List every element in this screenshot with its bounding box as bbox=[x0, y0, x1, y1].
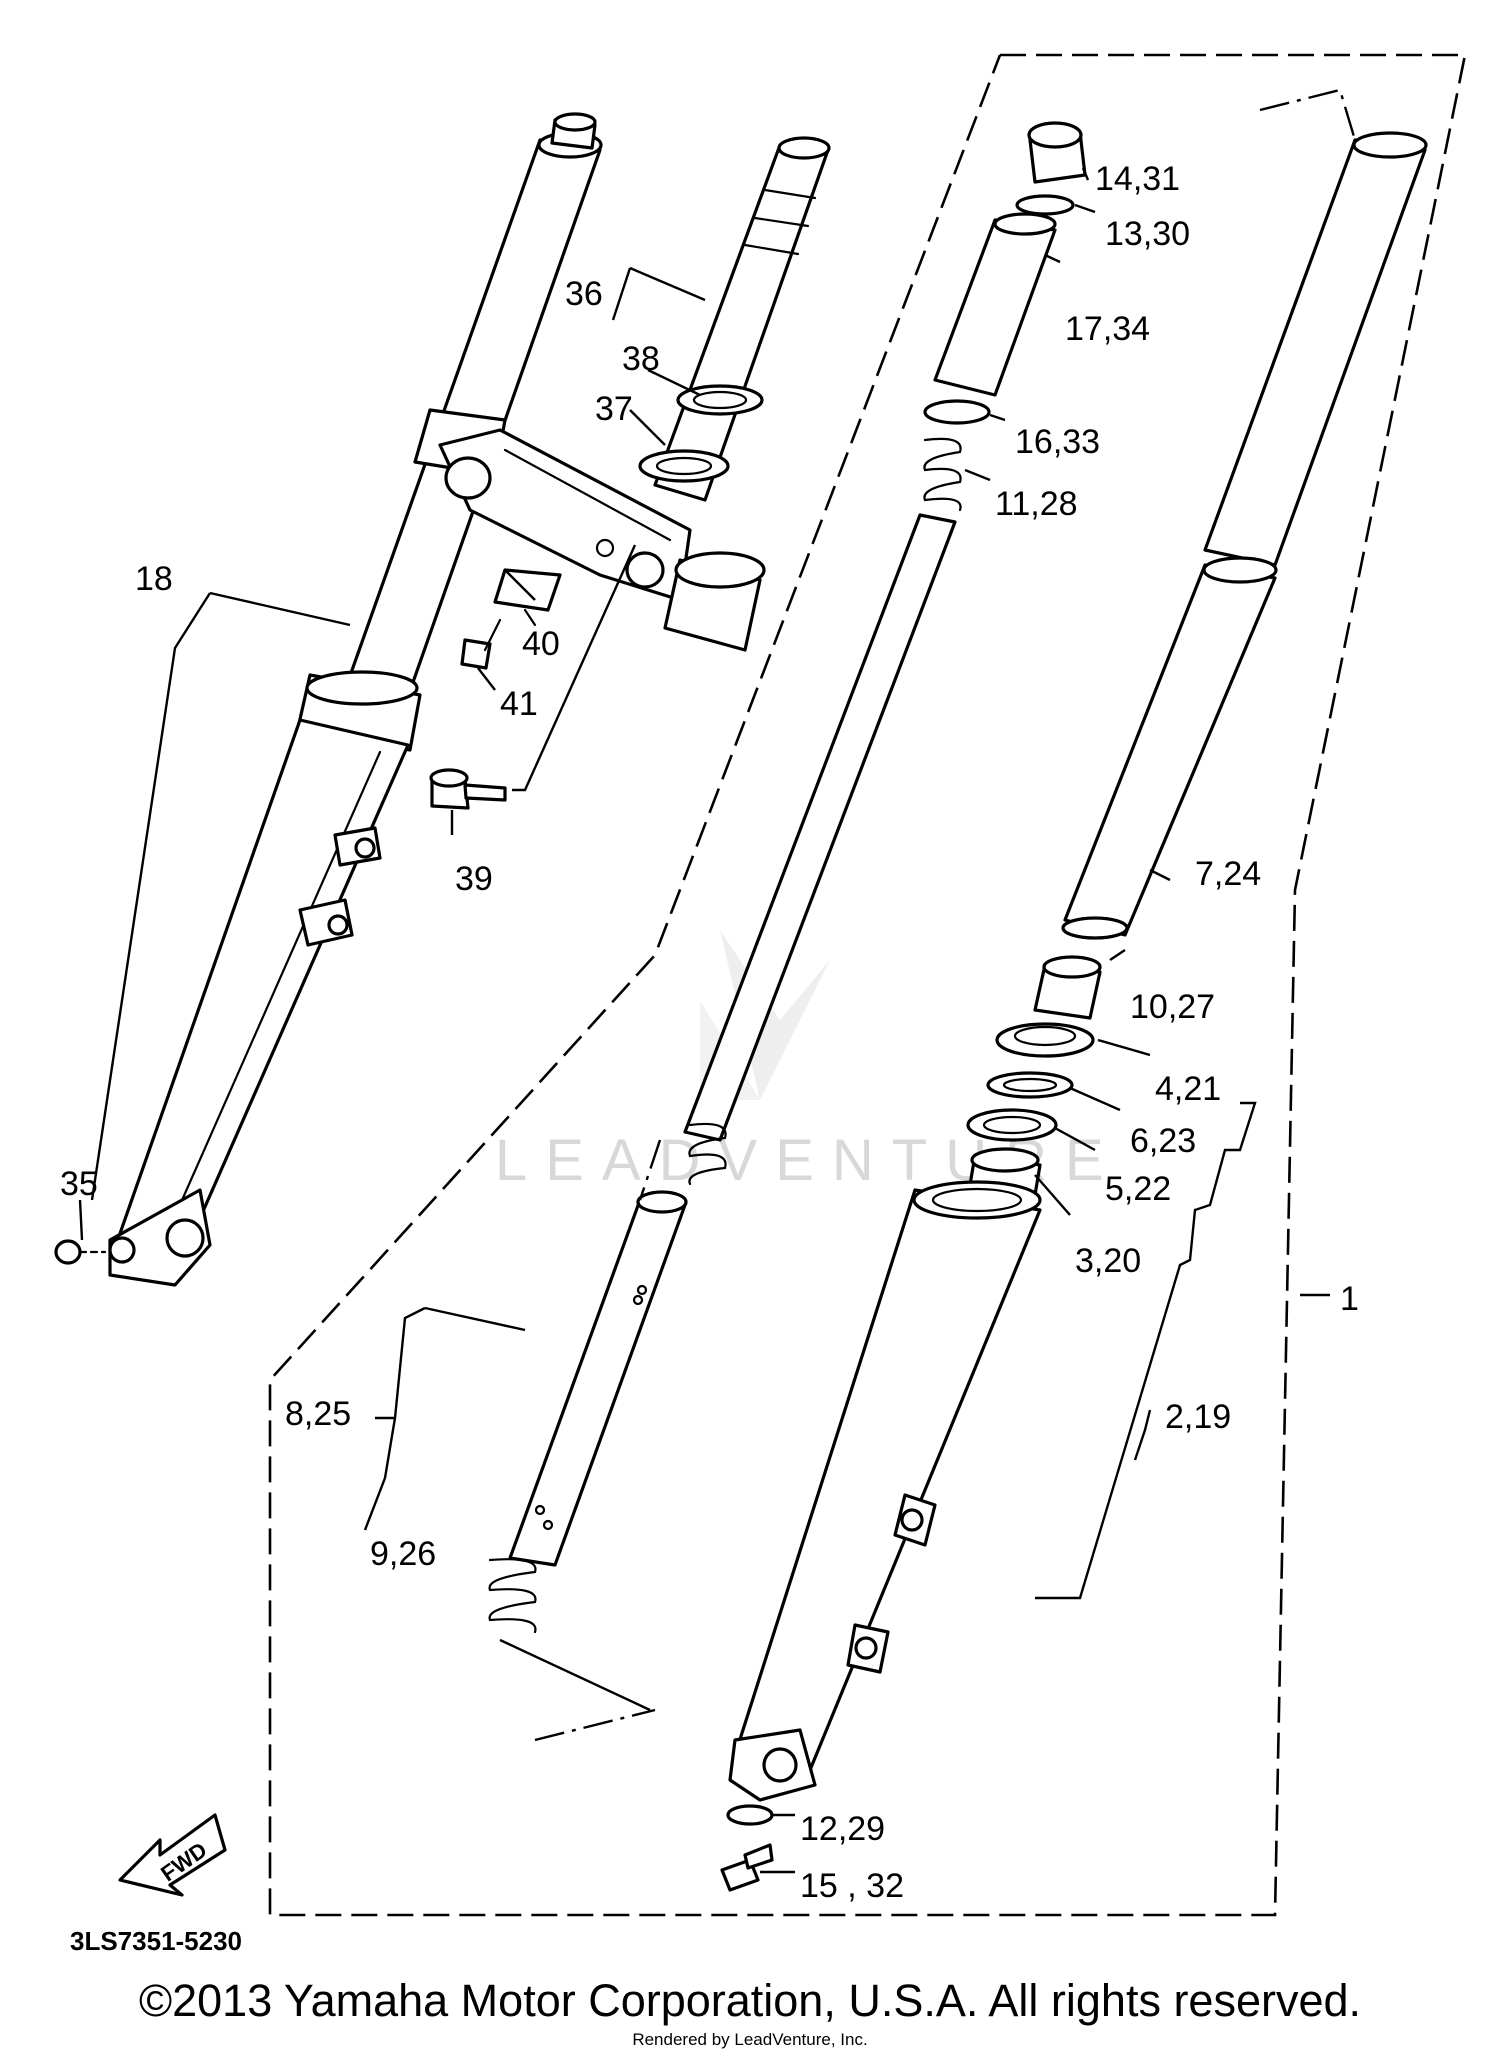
callout-18: 18 bbox=[135, 560, 173, 598]
callout-6-23: 6,23 bbox=[1130, 1122, 1196, 1160]
callout-1: 1 bbox=[1340, 1280, 1359, 1318]
callout-13-30: 13,30 bbox=[1105, 215, 1190, 253]
alignment-lines bbox=[534, 88, 1357, 1742]
damper-column bbox=[488, 121, 1087, 1634]
callout-36: 36 bbox=[565, 275, 603, 313]
callout-11-28: 11,28 bbox=[995, 485, 1078, 523]
fwd-arrow-icon: FWD bbox=[118, 1813, 227, 1897]
callout-labels: 14,31 13,30 17,34 16,33 11,28 7,24 10,27… bbox=[60, 160, 1359, 1905]
callout-14-31: 14,31 bbox=[1095, 160, 1180, 198]
left-fork-leg bbox=[108, 112, 603, 1287]
callout-16-33: 16,33 bbox=[1015, 423, 1100, 461]
callout-41: 41 bbox=[500, 685, 538, 723]
callout-17-34: 17,34 bbox=[1065, 310, 1150, 348]
copyright-notice: ©2013 Yamaha Motor Corporation, U.S.A. A… bbox=[138, 1975, 1362, 2026]
callout-40: 40 bbox=[522, 625, 560, 663]
callout-35: 35 bbox=[60, 1165, 98, 1203]
callout-8-25: 8,25 bbox=[285, 1395, 351, 1433]
part-39-bolt bbox=[429, 768, 507, 810]
diagram-code: 3LS7351-5230 bbox=[70, 1926, 242, 1956]
callout-10-27: 10,27 bbox=[1130, 988, 1215, 1026]
callout-39: 39 bbox=[455, 860, 493, 898]
callout-9-26: 9,26 bbox=[370, 1535, 436, 1573]
rendered-by-notice: Rendered by LeadVenture, Inc. bbox=[632, 2030, 868, 2049]
part-35-nut bbox=[54, 1239, 107, 1265]
right-fork-tubes bbox=[720, 131, 1428, 1892]
leader-lines bbox=[78, 167, 1330, 1874]
callout-5-22: 5,22 bbox=[1105, 1170, 1171, 1208]
callout-7-24: 7,24 bbox=[1195, 855, 1261, 893]
callout-15-32: 15 , 32 bbox=[800, 1867, 904, 1905]
callout-37: 37 bbox=[595, 390, 633, 428]
part-41-bolt bbox=[460, 618, 502, 670]
callout-3-20: 3,20 bbox=[1075, 1242, 1141, 1280]
callout-4-21: 4,21 bbox=[1155, 1070, 1221, 1108]
steering-stem-assembly bbox=[438, 136, 831, 652]
callout-2-19: 2,19 bbox=[1165, 1398, 1231, 1436]
callout-12-29: 12,29 bbox=[800, 1810, 885, 1848]
assembly-boundary bbox=[268, 53, 1467, 1917]
callout-38: 38 bbox=[622, 340, 660, 378]
